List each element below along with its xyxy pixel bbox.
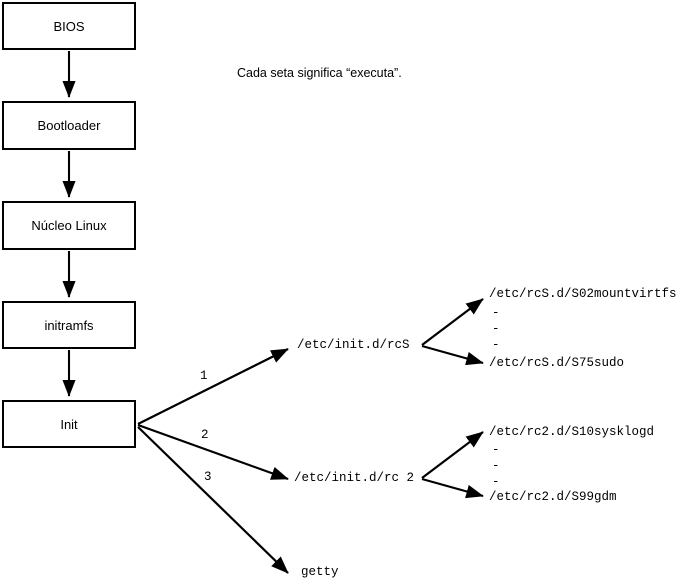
rc2-ellipsis-dash-2: - [492,459,500,473]
rc2-ellipsis-dash-3: - [492,475,500,489]
arrow-init-to-getty [137,426,289,574]
rc2-script-last[interactable]: /etc/rc2.d/S99gdm [489,490,617,504]
rcs-ellipsis-dash-2: - [492,322,500,336]
arrow-rc2-to-first [421,431,484,479]
arrow-init-to-rcs [137,348,289,425]
node-getty[interactable]: getty [301,565,339,579]
node-bootloader-label: Bootloader [37,118,101,133]
edge-number-2: 2 [201,428,209,442]
edge-number-1: 1 [200,369,208,383]
rc2-script-first[interactable]: /etc/rc2.d/S10sysklogd [489,425,655,439]
node-bootloader[interactable]: Bootloader [2,101,136,150]
rc2-ellipsis-dash-1: - [492,443,500,457]
node-rcs-script[interactable]: /etc/init.d/rcS [297,338,410,352]
rcs-ellipsis-dash-1: - [492,306,500,320]
node-kernel-label: Núcleo Linux [31,218,107,233]
legend-note: Cada seta significa “executa”. [237,66,402,80]
node-bios[interactable]: BIOS [2,2,136,50]
node-bios-label: BIOS [53,18,85,34]
arrow-rcs-to-first [421,298,484,346]
edge-number-3: 3 [204,470,212,484]
rcs-script-last[interactable]: /etc/rcS.d/S75sudo [489,356,625,370]
node-initramfs-label: initramfs [44,317,94,333]
rcs-script-first[interactable]: /etc/rcS.d/S02mountvirtfs [489,287,677,301]
node-rc2-script[interactable]: /etc/init.d/rc 2 [294,471,415,485]
arrow-init-to-rc2 [137,423,289,481]
node-init[interactable]: Init [2,400,136,448]
node-kernel[interactable]: Núcleo Linux [2,201,136,250]
arrow-rc2-to-last [421,477,484,499]
node-initramfs[interactable]: initramfs [2,301,136,349]
rcs-ellipsis-dash-3: - [492,338,500,352]
arrow-rcs-to-last [421,344,484,366]
node-init-label: Init [60,416,78,432]
